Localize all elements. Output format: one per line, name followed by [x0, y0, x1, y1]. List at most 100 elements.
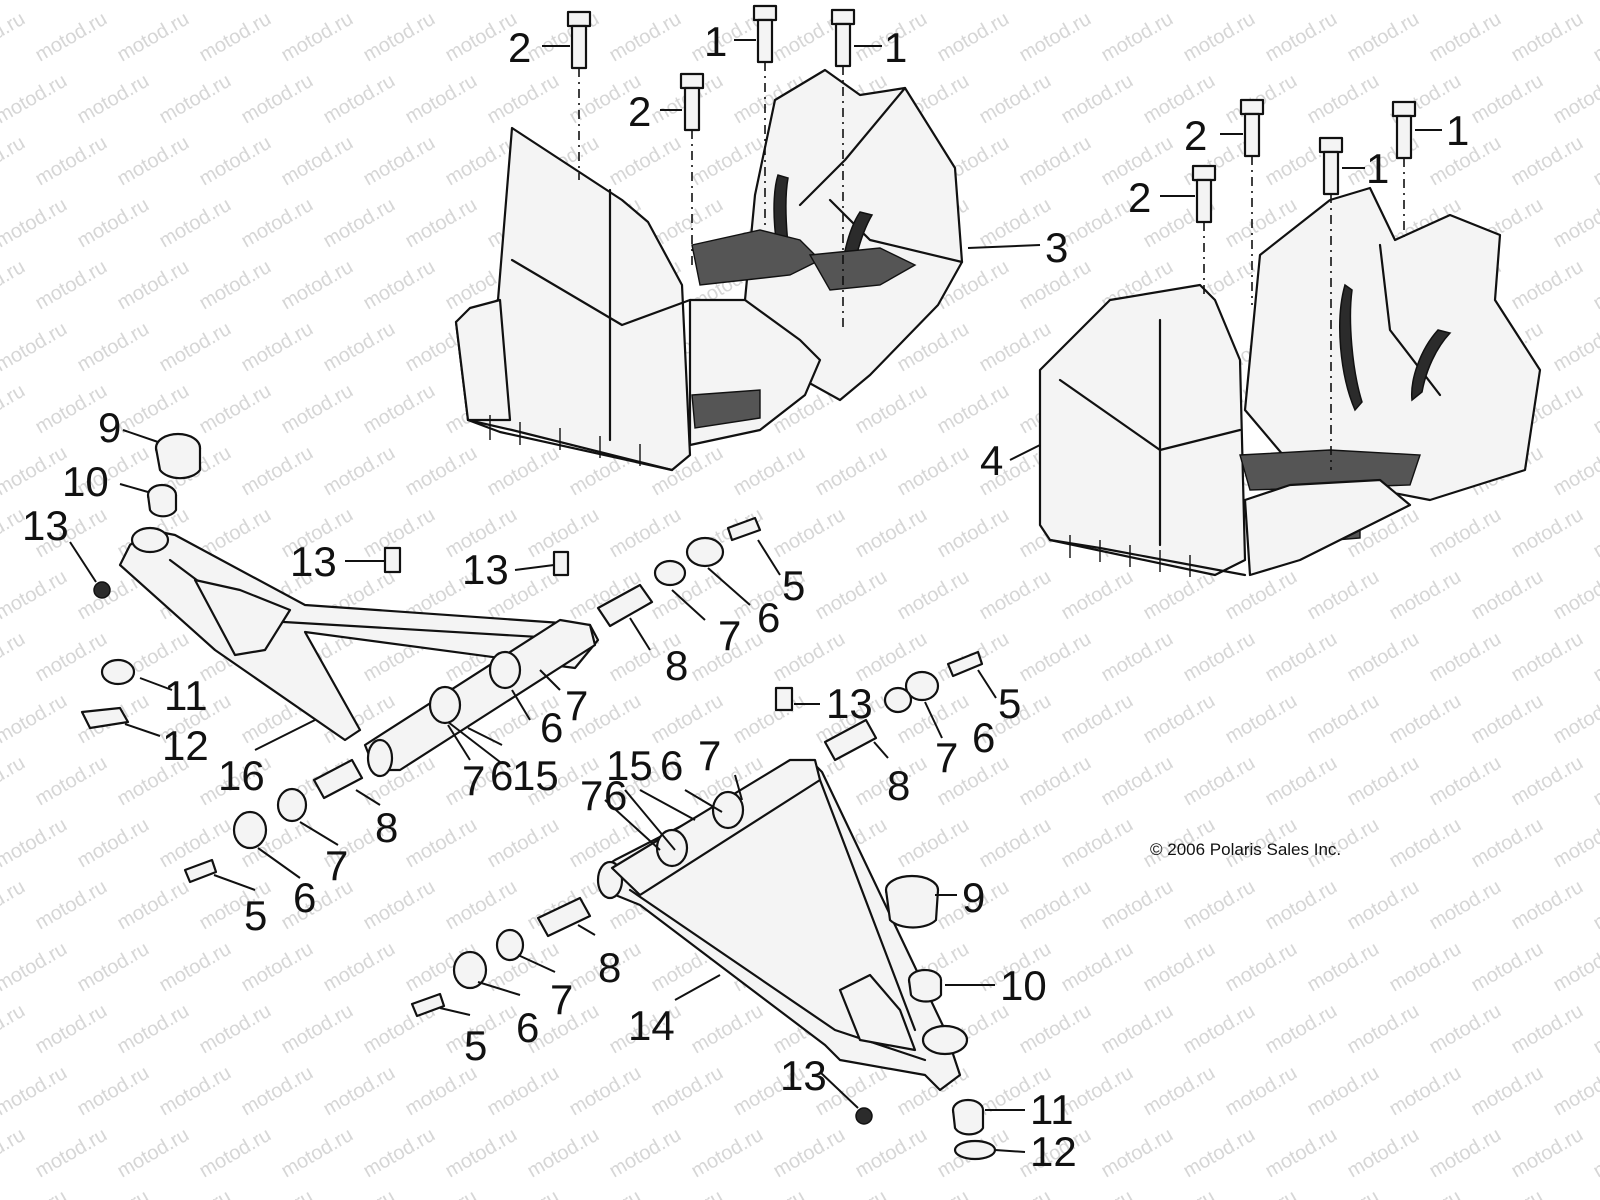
watermark-text: motod.ru [1304, 938, 1383, 997]
watermark-text: motod.ru [1508, 8, 1587, 67]
sleeve-8-lower-left [536, 896, 592, 938]
watermark-text: motod.ru [1222, 566, 1301, 625]
callout-7-lower-left: 7 [550, 976, 573, 1023]
callout-5-upper-right: 5 [782, 562, 805, 609]
watermark-text: motod.ru [360, 876, 439, 935]
watermark-text: motod.ru [156, 814, 235, 873]
watermark-text: motod.ru [1262, 876, 1341, 935]
watermark-text: motod.ru [278, 380, 357, 439]
washer-6-upper-inner2 [428, 685, 462, 725]
callout-8-upper-right: 8 [665, 642, 688, 689]
watermark-text: motod.ru [1550, 938, 1600, 997]
watermark-text: motod.ru [402, 0, 481, 4]
watermark-text: motod.ru [1590, 1000, 1600, 1059]
watermark-text: motod.ru [1222, 1062, 1301, 1121]
watermark-text: motod.ru [1016, 8, 1095, 67]
watermark-text: motod.ru [0, 1186, 71, 1200]
callout-2a: 2 [508, 24, 531, 71]
watermark-text: motod.ru [1590, 504, 1600, 563]
callout-8-lower-right: 8 [887, 762, 910, 809]
watermark-text: motod.ru [484, 1186, 563, 1200]
watermark-text: motod.ru [852, 504, 931, 563]
watermark-text: motod.ru [1180, 1000, 1259, 1059]
watermark-text: motod.ru [1098, 628, 1177, 687]
upper-a-arm [118, 526, 600, 778]
watermark-text: motod.ru [196, 380, 275, 439]
watermark-text: motod.ru [32, 752, 111, 811]
watermark-text: motod.ru [1098, 876, 1177, 935]
bolt-1a [752, 4, 778, 64]
watermark-text: motod.ru [1508, 1124, 1587, 1183]
watermark-text: motod.ru [320, 318, 399, 377]
watermark-text: motod.ru [1386, 938, 1465, 997]
watermark-text: motod.ru [484, 0, 563, 4]
washer-6-lower-inner2 [655, 828, 689, 868]
watermark-text: motod.ru [1344, 628, 1423, 687]
callout-11-lower: 11 [1030, 1086, 1074, 1133]
watermark-text: motod.ru [566, 0, 645, 4]
callout-13-upper-b: 13 [462, 546, 509, 593]
watermark-text: motod.ru [156, 938, 235, 997]
watermark-text: motod.ru [1016, 628, 1095, 687]
watermark-text: motod.ru [1058, 690, 1137, 749]
watermark-text: motod.ru [1590, 876, 1600, 935]
watermark-text: motod.ru [196, 1000, 275, 1059]
watermark-text: motod.ru [812, 0, 891, 4]
callout-12-upper: 12 [162, 722, 209, 769]
callout-15-lower: 15 [606, 742, 653, 789]
callout-15-upper: 15 [512, 752, 559, 799]
callout-12-lower: 12 [1030, 1128, 1077, 1175]
watermark-text: motod.ru [1426, 752, 1505, 811]
watermark-text: motod.ru [114, 876, 193, 935]
watermark-text: motod.ru [606, 8, 685, 67]
footwell-left [454, 68, 964, 472]
watermark-text: motod.ru [976, 1186, 1055, 1200]
watermark-text: motod.ru [606, 504, 685, 563]
watermark-text: motod.ru [278, 1124, 357, 1183]
watermark-text: motod.ru [0, 318, 71, 377]
callout-6-upper-left: 6 [293, 874, 316, 921]
bolt-5-lower-left [410, 992, 446, 1018]
watermark-text: motod.ru [278, 1000, 357, 1059]
watermark-text: motod.ru [1590, 256, 1600, 315]
watermark-text: motod.ru [1386, 1186, 1465, 1200]
watermark-text: motod.ru [1590, 132, 1600, 191]
watermark-text: motod.ru [484, 442, 563, 501]
watermark-text: motod.ru [0, 8, 29, 67]
callout-1c: 1 [1446, 107, 1469, 154]
callout-5-lower-right: 5 [998, 680, 1021, 727]
watermark-text: motod.ru [1386, 0, 1465, 4]
callout-4: 4 [980, 437, 1003, 484]
callout-5-lower-left: 5 [464, 1022, 487, 1069]
watermark-text: motod.ru [976, 194, 1055, 253]
watermark-text: motod.ru [852, 380, 931, 439]
callout-6-lower-mid: 6 [660, 742, 683, 789]
watermark-text: motod.ru [1140, 1186, 1219, 1200]
watermark-text: motod.ru [238, 194, 317, 253]
washer-6-lower-left [452, 950, 488, 990]
callout-1b: 1 [884, 24, 907, 71]
watermark-text: motod.ru [0, 380, 29, 439]
callout-6-upper-mid: 6 [540, 704, 563, 751]
bolt-5-upper-left [183, 858, 218, 884]
callout-7-upper-right: 7 [718, 612, 741, 659]
watermark-text: motod.ru [1058, 70, 1137, 129]
callout-14: 14 [628, 1002, 675, 1049]
watermark-text: motod.ru [1262, 1124, 1341, 1183]
watermark-text: motod.ru [1508, 504, 1587, 563]
callout-13-upper-left: 13 [22, 502, 69, 549]
watermark-text: motod.ru [1386, 814, 1465, 873]
watermark-text: motod.ru [32, 256, 111, 315]
watermark-text: motod.ru [1140, 0, 1219, 4]
watermark-text: motod.ru [156, 1062, 235, 1121]
watermark-text: motod.ru [114, 8, 193, 67]
watermark-text: motod.ru [1344, 752, 1423, 811]
watermark-text: motod.ru [1550, 566, 1600, 625]
watermark-text: motod.ru [1426, 1124, 1505, 1183]
watermark-text: motod.ru [1180, 876, 1259, 935]
watermark-text: motod.ru [484, 70, 563, 129]
watermark-text: motod.ru [360, 8, 439, 67]
watermark-text: motod.ru [976, 70, 1055, 129]
watermark-text: motod.ru [648, 1062, 727, 1121]
